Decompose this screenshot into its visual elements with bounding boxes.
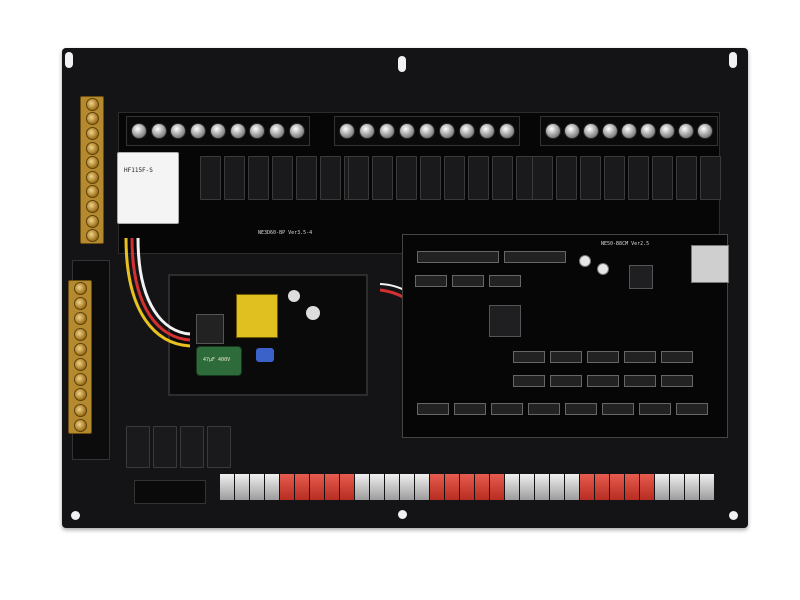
relay-bank-bottom xyxy=(126,426,231,468)
chip-row xyxy=(417,403,708,415)
mounting-hole xyxy=(71,511,80,520)
capacitor-label: 47μF 400V xyxy=(203,357,231,363)
mounting-slot xyxy=(65,52,73,68)
relay-bank-3 xyxy=(532,156,721,200)
mounting-slot xyxy=(729,52,737,68)
psu-transformer xyxy=(236,294,278,338)
rj45-ethernet-port[interactable] xyxy=(691,245,729,283)
indicator-led xyxy=(579,255,591,267)
chip-row xyxy=(415,275,521,287)
relay-label: HF115F-S xyxy=(124,167,153,174)
psu-capacitor: 47μF 400V xyxy=(196,346,242,376)
psu-capacitor-small xyxy=(288,290,300,302)
screw-terminal-block-top-right xyxy=(540,116,718,146)
relay-bank-2 xyxy=(348,156,537,200)
power-relay: HF115F-S xyxy=(117,152,179,224)
ethernet-chip xyxy=(629,265,653,289)
chip-row xyxy=(513,351,693,363)
header-row xyxy=(417,251,566,263)
relay-bank-1 xyxy=(200,156,365,200)
pluggable-connector-row xyxy=(220,474,715,500)
controller-board-pcb: NE50-B8CM Ver2.5 xyxy=(402,234,729,438)
mounting-hole xyxy=(729,511,738,520)
controller-board-label: NE50-B8CM Ver2.5 xyxy=(601,241,650,247)
screw-terminal-block-top-left xyxy=(126,116,310,146)
microcontroller-chip xyxy=(489,305,521,337)
psu-inductor xyxy=(196,314,224,344)
main-board-label: NE3D60-BP Ver3.5-4 xyxy=(258,230,313,236)
brass-terminal-strip-top xyxy=(80,96,104,244)
chip-row xyxy=(513,375,693,387)
psu-y-capacitor xyxy=(256,348,274,362)
mounting-hole xyxy=(398,510,407,519)
brass-terminal-strip-bottom xyxy=(68,280,92,434)
bottom-connector-housing xyxy=(134,480,206,504)
controller-board: HF115F-S NE3D60-BP Ver3.5-4 47μF 400V NE… xyxy=(62,48,748,528)
indicator-led xyxy=(597,263,609,275)
screw-terminal-block-top-middle xyxy=(334,116,520,146)
mounting-slot xyxy=(398,56,406,72)
psu-capacitor-small xyxy=(306,306,320,320)
power-supply-module: 47μF 400V xyxy=(168,274,368,396)
